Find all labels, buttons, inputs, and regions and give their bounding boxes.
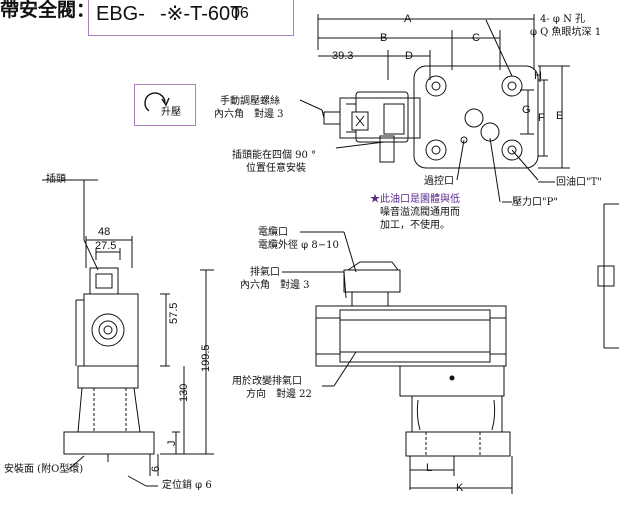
note-change-exhaust: 用於改變排氣口	[232, 376, 302, 387]
model-label: 帶安全閥：	[0, 0, 96, 21]
note-star-line1: ★此油口是園體與低	[370, 194, 460, 205]
dim-j: J	[166, 440, 178, 447]
dim-39-3: 39.3	[332, 50, 354, 62]
dim-27-5: 27.5	[95, 240, 117, 252]
note-plug-rotate: 插頭能在四個 90 °	[232, 150, 317, 161]
dim-48: 48	[98, 226, 111, 238]
rotation-label: 升壓	[161, 107, 181, 118]
note-cable-port: 電纜口	[258, 227, 288, 238]
note-locating-pin: 定位銷 φ 6	[162, 480, 212, 491]
dim-e: E	[556, 110, 564, 122]
dim-k: K	[456, 482, 464, 494]
note-holes-n: 4- φ N 孔	[540, 14, 586, 25]
note-exhaust-port: 排氣口	[250, 267, 280, 278]
model-code-box: 03 06	[88, 0, 294, 36]
note-plug-position: 位置任意安裝	[246, 163, 306, 174]
note-holes-q: φ Q 魚眼坑深 1	[530, 27, 602, 38]
note-pressure-port: 壓力口"P"	[512, 197, 558, 208]
note-filter-port: 過控口	[424, 176, 454, 187]
dim-d: D	[405, 50, 413, 62]
dim-g: G	[522, 104, 531, 116]
note-manual-screw-hex: 內六角 對邊 3	[214, 109, 284, 120]
dim-a: A	[404, 13, 412, 25]
dim-57-5: 57.5	[168, 302, 180, 324]
model-prefix: EBG-	[96, 3, 145, 25]
model-size-top: 03	[231, 0, 249, 5]
note-star-line3: 加工，不使用。	[380, 220, 450, 231]
dim-f: F	[538, 112, 545, 124]
note-return-port: 回油口"T"	[556, 177, 602, 188]
dim-l: L	[426, 462, 433, 474]
dim-6: 6	[150, 465, 162, 472]
note-change-exhaust-size: 方向 對邊 22	[246, 389, 312, 400]
model-suffix: -※-T-60T	[160, 3, 243, 25]
dim-c: C	[472, 32, 480, 44]
note-star-line2: 噪音溢流閥通用而	[380, 207, 460, 218]
dim-199-5: 199.5	[200, 344, 212, 372]
dim-130: 130	[178, 383, 190, 402]
note-cable-dia: 電纜外徑 φ 8−10	[258, 240, 339, 251]
dim-b: B	[380, 32, 388, 44]
rotation-indicator: 升壓	[134, 84, 196, 126]
note-manual-screw: 手動調壓螺絲	[220, 96, 280, 107]
note-plug: 插頭	[46, 174, 66, 185]
dim-h: H	[534, 70, 542, 82]
model-size-bottom: 06	[231, 5, 249, 22]
clockwise-arrow-icon	[144, 92, 170, 112]
note-mount-face: 安裝面 (附O型環)	[4, 464, 84, 475]
note-exhaust-hex: 內六角 對邊 3	[240, 280, 310, 291]
